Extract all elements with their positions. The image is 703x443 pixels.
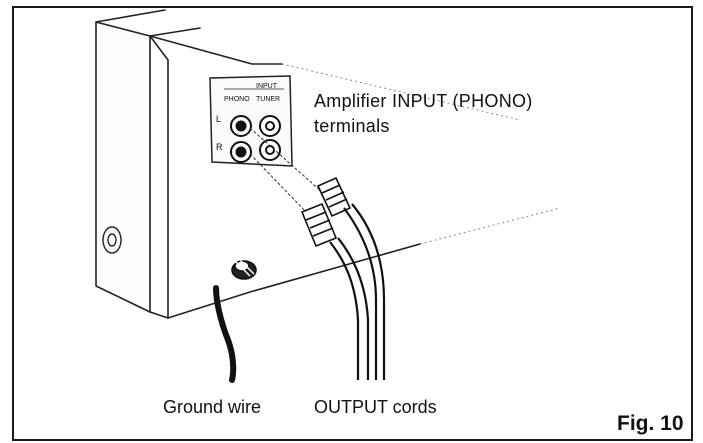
- output-cords: [329, 203, 386, 380]
- output-cords-label: OUTPUT cords: [314, 397, 437, 417]
- side-knob: [102, 226, 122, 254]
- amplifier-terminals-label: terminals: [314, 116, 390, 136]
- rca-plug-lower: [300, 202, 338, 248]
- ground-wire-label: Ground wire: [163, 397, 262, 417]
- figure-number: Fig. 10: [617, 412, 684, 435]
- amplifier-input-label: Amplifier INPUT (PHONO): [314, 91, 533, 111]
- panel-input-marking: INPUT: [256, 83, 277, 90]
- ground-terminal: [231, 259, 257, 280]
- panel-right-marking: R: [216, 142, 223, 152]
- panel-left-marking: L: [216, 114, 222, 124]
- ground-wire: [213, 285, 237, 383]
- panel-tuner-marking: TUNER: [256, 96, 281, 103]
- amplifier-side-panel: [95, 21, 151, 313]
- amplifier-top-edge: [149, 27, 201, 37]
- rca-plug-upper: [316, 176, 352, 218]
- amplifier-rear-panel: [149, 35, 283, 65]
- panel-phono-marking: PHONO: [224, 96, 250, 103]
- figure-frame: [12, 6, 693, 441]
